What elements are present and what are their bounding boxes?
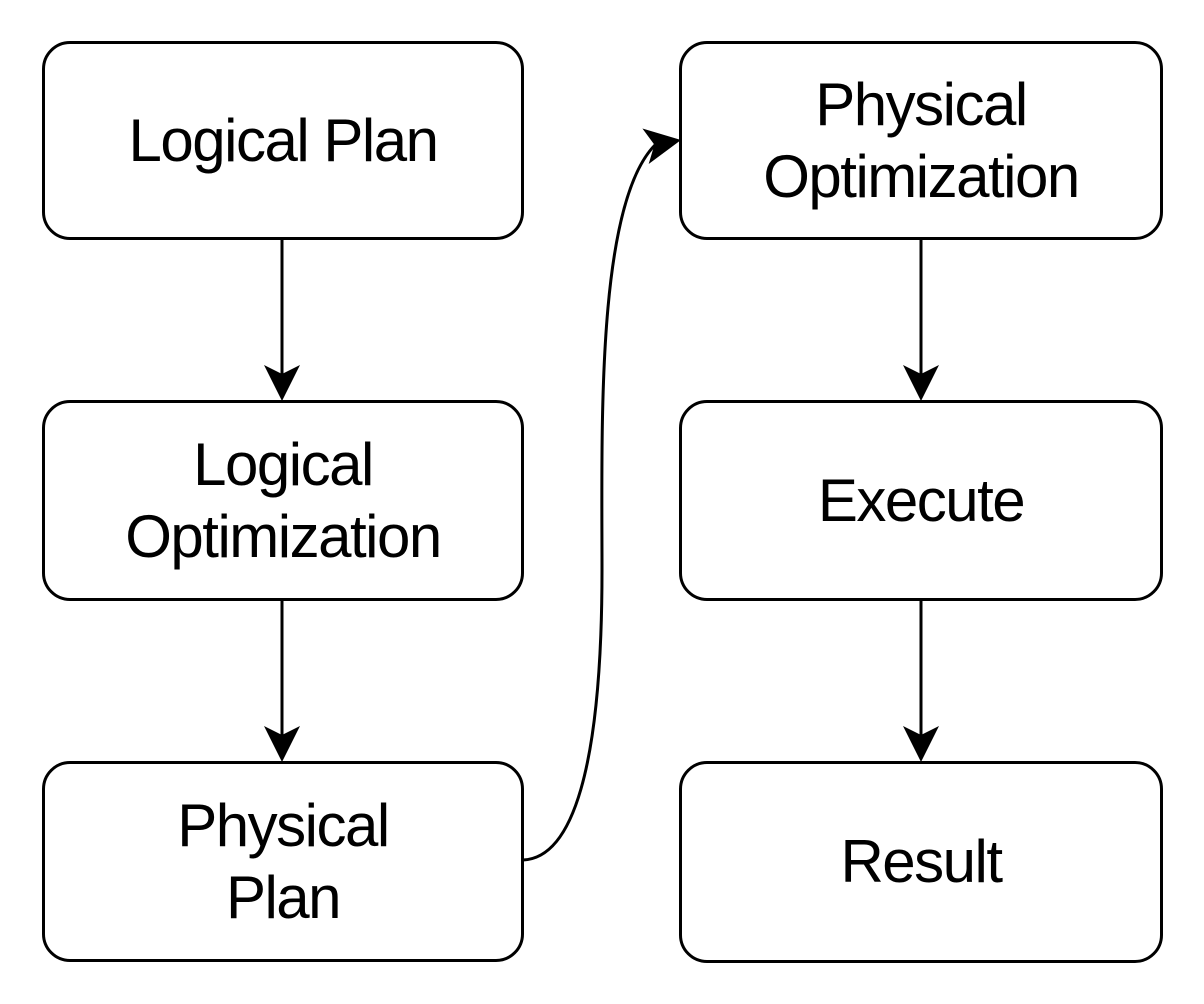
edge-logical-plan-to-logical-optimization — [264, 240, 300, 401]
node-logical-optimization: Logical Optimization — [42, 400, 524, 601]
edge-logical-optimization-to-physical-plan — [264, 601, 300, 762]
edge-execute-to-result — [903, 601, 939, 762]
node-label-logical-optimization: Logical Optimization — [125, 430, 442, 570]
node-label-result: Result — [840, 828, 1003, 895]
node-label-physical-plan: Physical Plan — [177, 791, 390, 931]
node-physical-plan: Physical Plan — [42, 761, 524, 962]
edge-physical-plan-to-physical-optimization — [522, 128, 681, 862]
node-execute: Execute — [679, 400, 1163, 601]
node-logical-plan: Logical Plan — [42, 41, 524, 240]
node-physical-optimization: Physical Optimization — [679, 41, 1163, 240]
arrowhead-down-icon — [264, 726, 300, 762]
arrowhead-down-icon — [264, 365, 300, 401]
node-result: Result — [679, 761, 1163, 963]
arrowhead-down-icon — [903, 365, 939, 401]
arrowhead-down-icon — [903, 726, 939, 762]
edge-physical-optimization-to-execute — [903, 240, 939, 401]
arrowhead-right-icon — [642, 128, 681, 164]
node-label-physical-optimization: Physical Optimization — [763, 70, 1080, 210]
node-label-execute: Execute — [817, 466, 1026, 534]
node-label-logical-plan: Logical Plan — [128, 106, 439, 174]
